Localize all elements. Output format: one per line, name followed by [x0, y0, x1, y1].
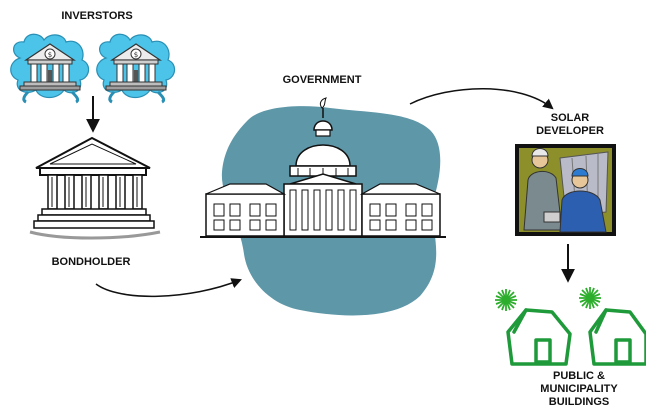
sun-burst-icon-1 [495, 289, 517, 311]
house-icon-2 [588, 308, 646, 366]
sun-burst-icon-2 [579, 287, 601, 309]
government-label: GOVERNMENT [282, 74, 362, 86]
public-buildings-label-line3: BUILDINGS [548, 396, 610, 406]
bondholder-bank-icon [29, 136, 161, 240]
svg-text:$: $ [48, 51, 52, 59]
bondholder-label: BONDHOLDER [51, 256, 131, 268]
house-icon-1 [506, 308, 572, 366]
investor-bank-icon-2: $ [96, 33, 176, 104]
arrow-bondholder-to-government [95, 278, 242, 298]
investor-bank-icon-1: $ [10, 33, 90, 104]
svg-text:$: $ [134, 51, 138, 59]
solar-developer-label-line2: DEVELOPER [536, 125, 604, 137]
solar-installers-icon [515, 144, 616, 236]
public-buildings-label-line1: PUBLIC & [553, 370, 605, 382]
arrow-government-to-solar [409, 88, 554, 110]
public-buildings-label-line2: MUNICIPALITY [540, 383, 618, 395]
investors-label: INVERSTORS [61, 10, 133, 22]
capitol-building-icon [200, 97, 446, 238]
solar-developer-label-line1: SOLAR [550, 112, 590, 124]
